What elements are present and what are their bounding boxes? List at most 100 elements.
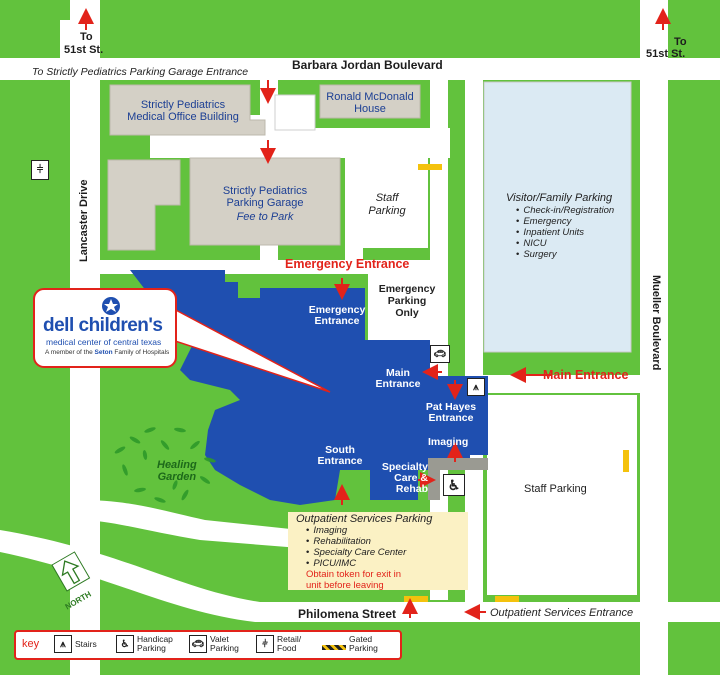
- staff-top-line2: Parking: [368, 205, 406, 217]
- logo-member-prefix: A member of the: [45, 349, 93, 356]
- visitor-parking-label: Visitor/Family Parking Check-in/Registra…: [506, 192, 614, 260]
- logo-name: dell children's: [43, 315, 163, 336]
- garage-fee-label: Fee to Park: [236, 211, 294, 223]
- visitor-parking-title: Visitor/Family Parking: [506, 192, 613, 204]
- gate-icon: [322, 644, 346, 650]
- token-note-line2: unit before leaving: [306, 580, 384, 591]
- valet-car-icon: 🚗︎: [189, 635, 207, 653]
- handicap-icon: ♿︎: [443, 474, 465, 496]
- legend-stairs-label: Stairs: [75, 638, 97, 649]
- main-bldg-line2: Entrance: [375, 378, 421, 390]
- rmh-label-line2: House: [354, 103, 386, 115]
- to-51st-left-bottom: 51st St.: [64, 44, 104, 56]
- visitor-item: Inpatient Units: [516, 227, 614, 238]
- street-barbara-jordan: Barbara Jordan Boulevard: [292, 58, 443, 72]
- emergency-bldg-line2: Entrance: [314, 315, 360, 327]
- pat-hayes-entrance: Pat Hayes Entrance: [420, 402, 482, 424]
- map-legend: key ⩚ Stairs ♿︎ Handicap Parking 🚗︎ Vale…: [14, 630, 402, 660]
- emergency-only-line2: Parking: [387, 295, 427, 307]
- emergency-parking-only-label: Emergency Parking Only: [372, 283, 442, 319]
- emergency-bldg-line1: Emergency: [308, 304, 366, 316]
- healing-garden-foliage: [114, 427, 216, 503]
- legend-stairs: ⩚ Stairs: [54, 635, 97, 653]
- imaging-entrance: Imaging: [428, 436, 469, 448]
- main-bldg-line1: Main: [386, 367, 410, 379]
- legend-handicap-label: Handicap Parking: [137, 635, 173, 653]
- garden-line2: Garden: [157, 471, 197, 483]
- ronald-mcdonald-label: Ronald McDonald House: [320, 91, 420, 115]
- legend-gated-line2: Parking: [349, 643, 378, 653]
- handicap-icon: ♿︎: [116, 635, 134, 653]
- legend-valet-line2: Parking: [210, 643, 239, 653]
- direction-arrows: [78, 8, 671, 620]
- logo-member-brand: Seton: [94, 349, 113, 356]
- pat-hayes-line2: Entrance: [428, 412, 474, 424]
- logo-callout-frame: [33, 288, 177, 368]
- mob-label-line1: Strictly Pediatrics: [140, 99, 226, 111]
- specialty-line2: Care &: [394, 472, 428, 484]
- outpatient-item: Rehabilitation: [306, 536, 432, 547]
- outpatient-item: Specialty Care Center: [306, 547, 432, 558]
- emergency-only-line3: Only: [395, 307, 419, 319]
- legend-handicap: ♿︎ Handicap Parking: [116, 635, 173, 653]
- specialty-care-entrance: Specialty Care & Rehab: [370, 462, 428, 495]
- to-51st-left-top: To: [80, 31, 93, 43]
- legend-retail-line1: Retail/: [277, 634, 302, 644]
- legend-handicap-line2: Parking: [137, 643, 166, 653]
- south-entrance: South Entrance: [312, 445, 368, 467]
- emergency-entrance-bldg: Emergency Entrance: [306, 305, 368, 327]
- staff-parking-bottom: [487, 395, 637, 595]
- outpatient-services-entrance: Outpatient Services Entrance: [490, 607, 634, 619]
- garage-label-line1: Strictly Pediatrics: [222, 185, 308, 197]
- mob-label-line2: Medical Office Building: [127, 111, 239, 123]
- legend-valet-line1: Valet: [210, 634, 229, 644]
- legend-handicap-line1: Handicap: [137, 634, 173, 644]
- main-entrance-red: Main Entrance: [543, 368, 629, 382]
- logo-tagline: medical center of central texas: [46, 337, 162, 347]
- valet-car-icon: 🚗︎: [430, 345, 450, 363]
- token-note: Obtain token for exit in unit before lea…: [306, 569, 432, 591]
- logo-member-line: A member of the Seton Family of Hospital…: [45, 349, 169, 356]
- north-arrow: [51, 551, 91, 592]
- south-line2: Entrance: [317, 455, 363, 467]
- visitor-item: Surgery: [516, 249, 614, 260]
- specialty-line1: Specialty: [381, 461, 428, 473]
- stairs-icon: ⩚: [467, 378, 485, 396]
- to-51st-right-top: To: [674, 36, 687, 48]
- logo-member-suffix: Family of Hospitals: [114, 349, 170, 356]
- visitor-parking-list: Check-in/Registration Emergency Inpatien…: [506, 205, 614, 260]
- staff-parking-top: [346, 158, 428, 248]
- rmh-label-line1: Ronald McDonald: [326, 91, 414, 103]
- emergency-parking-lot: [368, 272, 430, 342]
- garden-line1: Healing: [157, 459, 197, 471]
- garage-label: Strictly Pediatrics Parking Garage Fee t…: [190, 185, 340, 223]
- visitor-item: NICU: [516, 238, 614, 249]
- visitor-item: Check-in/Registration: [516, 205, 614, 216]
- south-line1: South: [325, 444, 355, 456]
- healing-garden-label: Healing Garden: [157, 459, 197, 483]
- token-note-line1: Obtain token for exit in: [306, 569, 402, 580]
- staff-top-line1: Staff: [375, 192, 399, 204]
- visitor-item: Emergency: [516, 216, 614, 227]
- fork-knife-icon: ⫩: [31, 160, 49, 180]
- legend-valet: 🚗︎ Valet Parking: [189, 635, 239, 653]
- outpatient-parking-label: Outpatient Services Parking Imaging Reha…: [296, 513, 432, 591]
- outpatient-item: Imaging: [306, 525, 432, 536]
- emergency-only-line1: Emergency: [378, 283, 436, 295]
- legend-valet-label: Valet Parking: [210, 635, 239, 653]
- emergency-entrance-red: Emergency Entrance: [285, 257, 410, 271]
- mob-label: Strictly Pediatrics Medical Office Build…: [118, 99, 248, 123]
- staff-parking-bottom-label: Staff Parking: [524, 483, 587, 495]
- legend-retail: ⫩ Retail/ Food: [256, 635, 301, 653]
- fork-knife-icon: ⫩: [256, 635, 274, 653]
- outpatient-parking-title: Outpatient Services Parking: [296, 513, 433, 525]
- to-51st-right-bottom: 51st St.: [646, 48, 686, 60]
- street-lancaster-drive: Lancaster Drive: [78, 179, 90, 262]
- pat-hayes-line1: Pat Hayes: [425, 401, 477, 413]
- street-philomena: Philomena Street: [298, 607, 397, 621]
- legend-retail-line2: Food: [277, 643, 297, 653]
- outpatient-parking-list: Imaging Rehabilitation Specialty Care Ce…: [296, 525, 432, 569]
- staff-parking-top-label: Staff Parking: [350, 192, 424, 218]
